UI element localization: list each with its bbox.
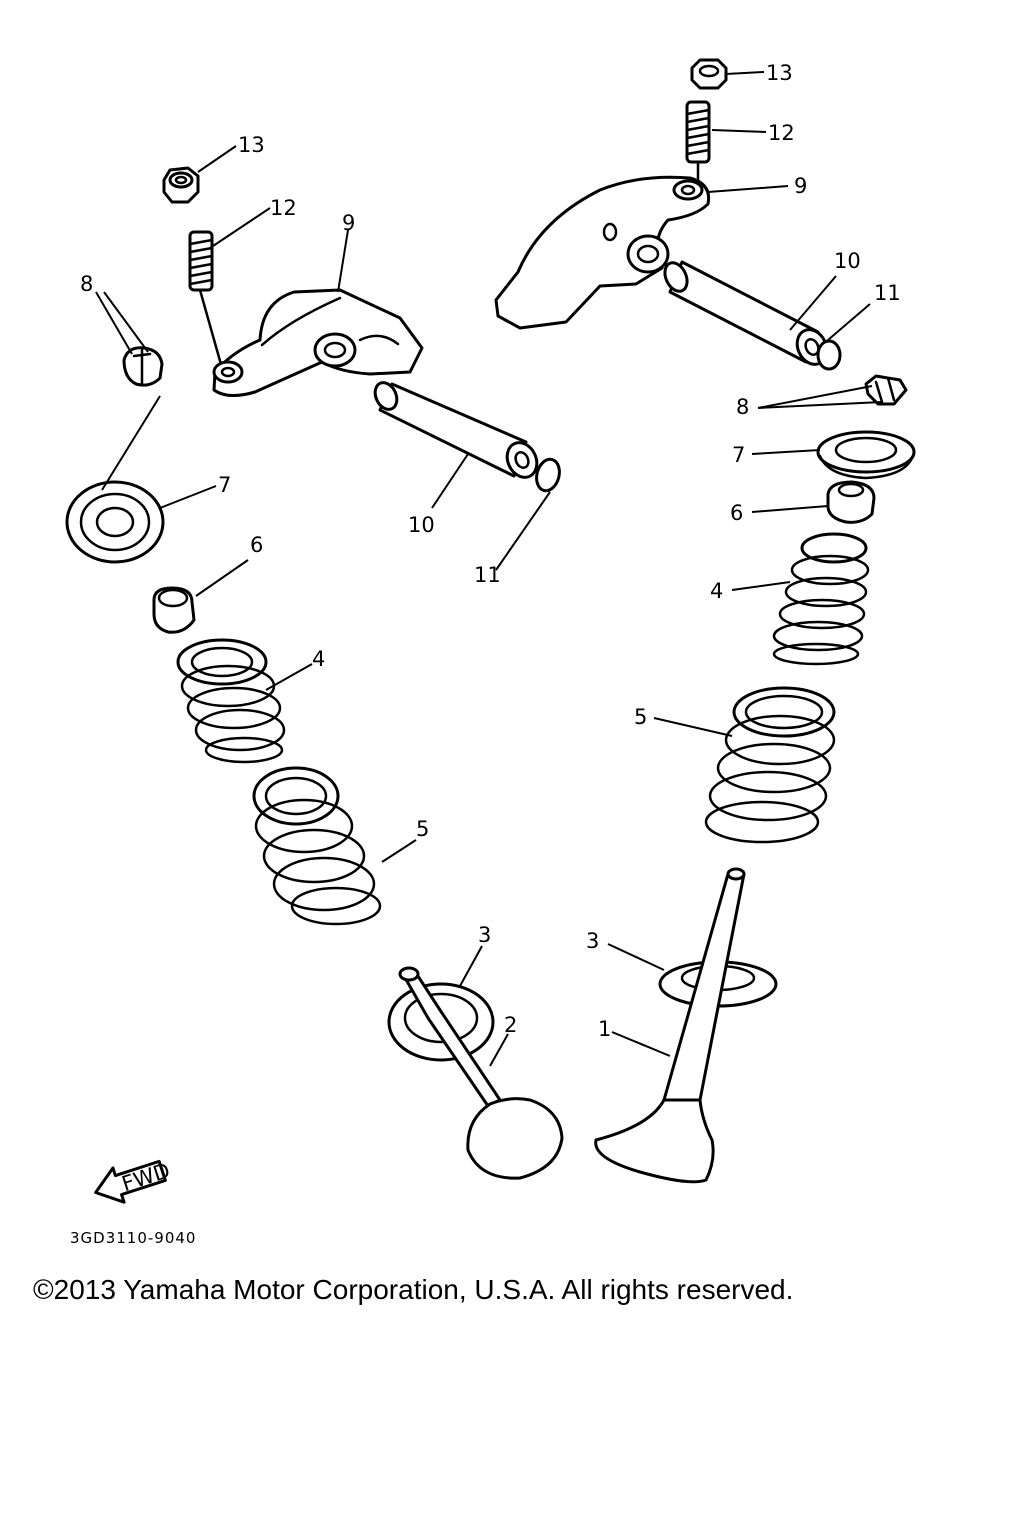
label-10-left: 10 xyxy=(408,513,435,537)
stem-seal-right xyxy=(826,480,876,524)
label-11-right: 11 xyxy=(874,281,901,305)
stem-seal-left xyxy=(152,586,196,634)
valve-right xyxy=(594,867,746,1184)
valve-cotters-right xyxy=(864,374,908,406)
valve-left xyxy=(398,966,564,1180)
label-5-right: 5 xyxy=(634,705,647,729)
label-13-left: 13 xyxy=(238,133,265,157)
adjuster-screw-right xyxy=(685,100,711,182)
label-10-right: 10 xyxy=(834,249,861,273)
label-3-right: 3 xyxy=(586,929,599,953)
label-4-left: 4 xyxy=(312,647,325,671)
rocker-arm-left xyxy=(212,288,424,397)
inner-spring-right xyxy=(772,532,870,666)
label-7-left: 7 xyxy=(218,473,231,497)
label-8-left: 8 xyxy=(80,272,93,296)
label-6-right: 6 xyxy=(730,501,743,525)
diagram-code: 3GD3110-9040 xyxy=(70,1229,196,1247)
rocker-arm-right xyxy=(494,175,711,330)
label-2: 2 xyxy=(504,1013,517,1037)
label-13-right: 13 xyxy=(766,61,793,85)
label-6-left: 6 xyxy=(250,533,263,557)
label-9-left: 9 xyxy=(342,211,355,235)
adjuster-screw-left xyxy=(188,230,224,370)
nut-right xyxy=(690,58,728,90)
label-11-left: 11 xyxy=(474,563,501,587)
label-4-right: 4 xyxy=(710,579,723,603)
label-9-right: 9 xyxy=(794,174,807,198)
label-12-left: 12 xyxy=(270,196,297,220)
part-labels: 13 12 9 8 10 11 7 6 4 5 3 2 13 12 9 10 1… xyxy=(80,61,901,1041)
o-ring-right xyxy=(816,339,842,371)
rocker-shaft-left xyxy=(373,381,539,479)
valve-retainer-left xyxy=(65,395,165,564)
label-5-left: 5 xyxy=(416,817,429,841)
label-1: 1 xyxy=(598,1017,611,1041)
fwd-label: FWD xyxy=(119,1158,173,1196)
label-12-right: 12 xyxy=(768,121,795,145)
o-ring-left xyxy=(535,457,561,493)
label-7-right: 7 xyxy=(732,443,745,467)
rocker-shaft-right xyxy=(663,260,829,366)
valve-retainer-right xyxy=(816,430,916,480)
leader-lines xyxy=(95,71,883,1067)
label-3-left: 3 xyxy=(478,923,491,947)
outer-spring-left xyxy=(252,766,382,926)
valve-cotters-left xyxy=(122,346,164,387)
fwd-arrow-icon: FWD xyxy=(94,1158,173,1204)
nut-left xyxy=(162,166,200,204)
label-8-right: 8 xyxy=(736,395,749,419)
inner-spring-left xyxy=(176,638,286,764)
outer-spring-right xyxy=(704,686,836,844)
copyright-notice: ©2013 Yamaha Motor Corporation, U.S.A. A… xyxy=(33,1274,794,1305)
